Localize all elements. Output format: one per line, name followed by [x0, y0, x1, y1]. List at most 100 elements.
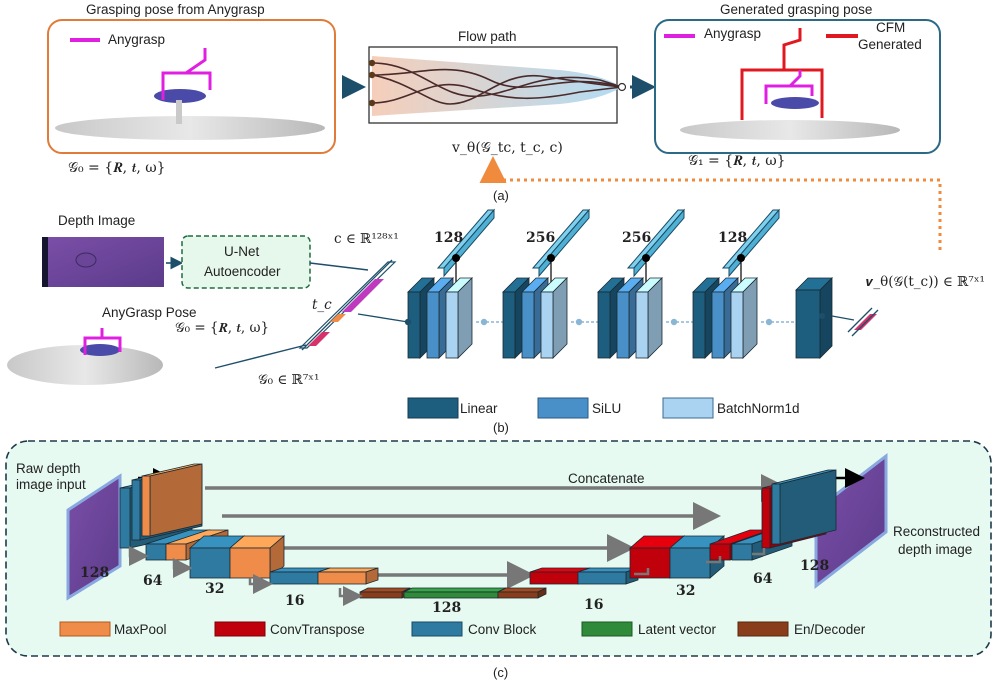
- size-label-64-out: 64: [753, 571, 773, 587]
- mlp-batchnorm-slab: [540, 277, 568, 359]
- feedback-arrow: [479, 156, 942, 250]
- unet-box: [181, 235, 311, 289]
- pose-to-concat-line: [214, 344, 307, 369]
- anygrasp-pose-label: AnyGrasp Pose: [102, 305, 197, 320]
- point-cloud-right: [680, 97, 900, 140]
- size-label-32-out: 32: [676, 583, 696, 599]
- legend-batchnorm-swatch: [662, 397, 714, 419]
- latent-vector: [403, 587, 507, 599]
- output-vector: [847, 307, 879, 337]
- legend-silu-label: SiLU: [592, 401, 622, 416]
- gen-anygrasp-label: Anygrasp: [704, 26, 762, 41]
- caption-b: (b): [493, 420, 509, 435]
- output-label-2: depth image: [898, 542, 973, 557]
- c-formula: c ∈ ℝ¹²⁸ˣ¹: [334, 231, 399, 247]
- anygrasp-box-title: Grasping pose from Anygrasp: [86, 2, 265, 17]
- panel-c: [5, 440, 992, 657]
- g1-formula: 𝒢₁ = {𝑹, 𝒕, ω}: [688, 153, 786, 169]
- unet-label-2: Autoencoder: [204, 264, 281, 279]
- depth-image-label: Depth Image: [58, 213, 136, 228]
- output-label-1: Reconstructed: [893, 524, 981, 539]
- legend-linear-label: Linear: [460, 401, 498, 416]
- legend-convblock-swatch: [411, 621, 463, 637]
- flow-paths: [371, 62, 623, 105]
- mlp-block-2: [502, 208, 598, 359]
- legend-silu-swatch: [537, 397, 589, 419]
- legend-convtranspose-swatch: [214, 621, 266, 637]
- unet-to-concat-line: [309, 262, 369, 271]
- legend-maxpool-swatch: [59, 621, 111, 637]
- anygrasp-pose-cloud: [7, 328, 163, 385]
- legend-convtranspose-label: ConvTranspose: [270, 622, 365, 637]
- anygrasp-legend-label: Anygrasp: [108, 32, 166, 47]
- input-label-1: Raw depth: [16, 461, 81, 476]
- mlp-batchnorm-slab: [730, 277, 758, 359]
- block-size-1: 128: [434, 230, 464, 246]
- legend-latent-label: Latent vector: [638, 622, 717, 637]
- block-size-4: 128: [718, 230, 748, 246]
- flow-start-dot-3: [368, 99, 376, 107]
- g0-formula-a: 𝒢₀ = {𝑹, 𝒕, ω}: [68, 160, 166, 176]
- size-label-latent: 128: [432, 600, 462, 616]
- g0-dim-formula: 𝒢₀ ∈ ℝ⁷ˣ¹: [258, 372, 320, 388]
- size-label-16-out: 16: [584, 597, 604, 613]
- mlp-final-linear: [795, 277, 833, 359]
- cfm-gripper: [740, 28, 824, 120]
- legend-endecoder-swatch: [737, 621, 789, 637]
- final-to-output: [831, 315, 855, 321]
- legend-endecoder-label: En/Decoder: [794, 622, 866, 637]
- mlp-batchnorm-slab: [445, 277, 473, 359]
- legend-batchnorm-label: BatchNorm1d: [717, 401, 800, 416]
- legend-convblock-label: Conv Block: [468, 622, 537, 637]
- dec-endecoder: [497, 587, 547, 599]
- legend-linear-swatch: [407, 397, 459, 419]
- flow-start-dot-2: [368, 71, 376, 79]
- mlp-block-3: [597, 208, 693, 359]
- g0-formula-b: 𝒢₀ = {𝑹, 𝒕, ω}: [175, 320, 270, 336]
- point-cloud-left: [55, 89, 325, 140]
- flow-start-dot-1: [368, 59, 376, 67]
- anygrasp-gripper-left: [161, 48, 212, 100]
- gen-cfm-label-2: Generated: [858, 37, 922, 52]
- output-formula: 𝒗_θ(𝒢(t_c)) ∈ ℝ⁷ˣ¹: [866, 274, 985, 290]
- input-depth-image: [66, 473, 122, 601]
- tc-label: t_c: [312, 297, 332, 313]
- size-label-32-in: 32: [205, 581, 225, 597]
- unet-label-1: U-Net: [224, 244, 260, 259]
- block-size-3: 256: [622, 230, 652, 246]
- mlp-block-1: [407, 208, 503, 359]
- size-label-64-in: 64: [143, 573, 163, 589]
- panel-a: [47, 19, 942, 250]
- mlp-layers: [404, 208, 855, 359]
- legend-latent-swatch: [581, 621, 633, 637]
- concat-to-mlp-line: [357, 313, 409, 323]
- dec-conv-128: [771, 469, 837, 545]
- flow-velocity-formula: v_θ(𝒢_tc, t_c, c): [452, 140, 563, 156]
- size-label-16-in: 16: [285, 593, 305, 609]
- flow-end-dot: [617, 82, 627, 92]
- enc-endecoder: [359, 587, 411, 599]
- gen-cfm-label-1: CFM: [876, 20, 906, 35]
- input-label-2: image input: [16, 477, 86, 492]
- down-connectors: [128, 546, 766, 606]
- caption-a: (a): [493, 188, 509, 203]
- panel-b: [7, 208, 879, 419]
- size-label-128-out: 128: [800, 558, 830, 574]
- mlp-batchnorm-slab: [635, 277, 663, 359]
- caption-c: (c): [493, 665, 509, 680]
- enc-maxpool-16: [317, 567, 379, 585]
- enc-maxpool-32: [228, 535, 286, 579]
- size-label-128-in: 128: [80, 565, 110, 581]
- generated-box-title: Generated grasping pose: [720, 2, 873, 17]
- concatenate-label: Concatenate: [568, 471, 645, 486]
- dec-conv-16: [577, 567, 639, 585]
- anygrasp-gripper-right: [764, 70, 814, 104]
- flow-box-title: Flow path: [458, 29, 517, 44]
- mlp-block-4: [692, 208, 796, 359]
- block-size-2: 256: [526, 230, 556, 246]
- enc-maxpool-128: [141, 463, 203, 537]
- unet-blocks: [119, 463, 837, 599]
- depth-image-thumb: [42, 237, 164, 287]
